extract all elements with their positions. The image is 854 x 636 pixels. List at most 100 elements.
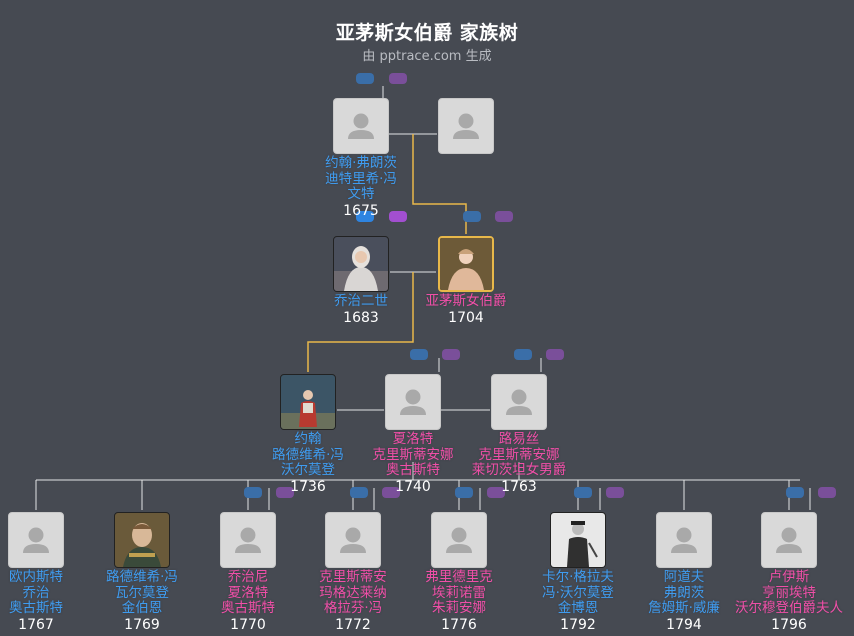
person-name-line: 格拉芬·冯 xyxy=(323,600,383,616)
person-silhouette-icon xyxy=(235,527,261,553)
person-name-line: 弗里德里克 xyxy=(425,569,493,585)
badge-female-marker[interactable] xyxy=(389,211,407,222)
person-birth-year: 1683 xyxy=(343,309,379,326)
person-name-line: 沃尔莫登 xyxy=(281,462,335,478)
badge-female-marker[interactable] xyxy=(382,487,400,498)
person-name-line: 乔治 xyxy=(22,584,50,601)
badge-female-marker[interactable] xyxy=(276,487,294,498)
person-c4[interactable]: 克里斯蒂安玛格达莱纳格拉芬·冯 1772 xyxy=(293,512,413,633)
badge-female-marker[interactable] xyxy=(487,487,505,498)
person-birth-year: 1772 xyxy=(335,616,371,633)
person-name-line: 路易丝 xyxy=(498,431,540,447)
person-c7[interactable]: 阿道夫弗朗茨詹姆斯·威廉 1794 xyxy=(624,512,744,633)
lineage-line-2 xyxy=(307,272,414,372)
avatar-placeholder-icon xyxy=(333,98,389,154)
badge-female-marker[interactable] xyxy=(818,487,836,498)
page-subtitle: 由 pptrace.com 生成 xyxy=(362,49,492,64)
badge-female-marker[interactable] xyxy=(606,487,624,498)
badge-female-marker[interactable] xyxy=(546,349,564,360)
person-birth-year: 1770 xyxy=(230,616,266,633)
badge-male-marker[interactable] xyxy=(514,349,532,360)
person-birth-year: 1776 xyxy=(441,616,477,633)
badge-male-marker[interactable] xyxy=(356,73,374,84)
person-name: 约翰·弗朗茨迪特里希·冯文特 xyxy=(301,155,421,203)
portrait-photo xyxy=(114,512,170,568)
person-silhouette-icon xyxy=(506,389,532,415)
person-name-line: 迪特里希·冯 xyxy=(325,170,397,187)
avatar-placeholder-icon xyxy=(491,374,547,430)
badge-female-marker[interactable] xyxy=(442,349,460,360)
badge-male-marker[interactable] xyxy=(410,349,428,360)
person-charlotte[interactable]: 夏洛特克里斯蒂安娜奥古斯特 1740 xyxy=(353,374,473,495)
person-name-line: 金伯恩 xyxy=(121,600,163,616)
portrait-photo xyxy=(280,374,336,430)
person-name-line: 莱切茨坦女男爵 xyxy=(471,462,567,478)
person-name-line: 奥古斯特 xyxy=(9,600,63,616)
person-c3[interactable]: 乔治尼夏洛特奥古斯特 1770 xyxy=(188,512,308,633)
person-silhouette-icon xyxy=(446,527,472,553)
person-c8[interactable]: 卢伊斯亨丽埃特沃尔穆登伯爵夫人 1796 xyxy=(729,512,849,633)
person-p_mother_gp[interactable] xyxy=(406,98,526,156)
portrait-photo xyxy=(438,236,494,292)
person-name-line: 约翰·弗朗茨 xyxy=(325,155,397,171)
person-birth-year: 1740 xyxy=(395,478,431,495)
portrait-photo xyxy=(550,512,606,568)
avatar-placeholder-icon xyxy=(656,512,712,568)
badge-female-marker[interactable] xyxy=(495,211,513,222)
person-george2[interactable]: 乔治二世 1683 xyxy=(301,236,421,326)
badge-male-marker[interactable] xyxy=(455,487,473,498)
badge-male-marker[interactable] xyxy=(786,487,804,498)
person-name-line: 文特 xyxy=(347,186,375,202)
person-johann[interactable]: 约翰路德维希·冯沃尔莫登 1736 xyxy=(248,374,368,495)
person-p_father[interactable]: 约翰·弗朗茨迪特里希·冯文特 1675 xyxy=(301,98,421,219)
person-c1[interactable]: 欧内斯特乔治奥古斯特 1767 xyxy=(0,512,96,633)
badge-male-marker[interactable] xyxy=(350,487,368,498)
person-name: 路易丝克里斯蒂安娜莱切茨坦女男爵 xyxy=(459,431,579,479)
person-name-line: 金博恩 xyxy=(557,600,599,616)
person-name-line: 亨丽埃特 xyxy=(762,584,816,601)
person-name-line: 克里斯蒂安娜 xyxy=(478,446,560,463)
person-silhouette-icon xyxy=(671,527,697,553)
person-name-line: 路德维希·冯 xyxy=(272,446,344,463)
person-c6[interactable]: 卡尔·格拉夫冯·沃尔莫登金博恩 1792 xyxy=(518,512,638,633)
person-name: 乔治二世 xyxy=(301,293,421,310)
person-silhouette-icon xyxy=(776,527,802,553)
person-c2[interactable]: 路德维希·冯瓦尔莫登金伯恩 1769 xyxy=(82,512,202,633)
person-louise[interactable]: 路易丝克里斯蒂安娜莱切茨坦女男爵 1763 xyxy=(459,374,579,495)
person-name-line: 路德维希·冯 xyxy=(106,569,178,585)
person-name-line: 亚茅斯女伯爵 xyxy=(425,293,507,309)
avatar-placeholder-icon xyxy=(325,512,381,568)
person-name-line: 冯·沃尔莫登 xyxy=(542,584,614,601)
person-c5[interactable]: 弗里德里克埃莉诺雷朱莉安娜 1776 xyxy=(399,512,519,633)
person-name-line: 欧内斯特 xyxy=(9,569,63,585)
person-name-line: 朱莉安娜 xyxy=(432,600,486,616)
avatar-placeholder-icon xyxy=(220,512,276,568)
person-birth-year: 1796 xyxy=(771,616,807,633)
badge-male-marker[interactable] xyxy=(574,487,592,498)
badge-male-marker[interactable] xyxy=(244,487,262,498)
person-birth-year: 1736 xyxy=(290,478,326,495)
avatar-placeholder-icon xyxy=(761,512,817,568)
person-silhouette-icon xyxy=(348,113,374,139)
person-name: 卡尔·格拉夫冯·沃尔莫登金博恩 xyxy=(518,569,638,617)
person-birth-year: 1675 xyxy=(343,202,379,219)
badge-male-marker[interactable] xyxy=(356,211,374,222)
person-countess[interactable]: 亚茅斯女伯爵 1704 xyxy=(406,236,526,326)
person-name-line: 玛格达莱纳 xyxy=(319,584,387,601)
badge-female-marker[interactable] xyxy=(389,73,407,84)
badge-male-marker[interactable] xyxy=(463,211,481,222)
person-birth-year: 1704 xyxy=(448,309,484,326)
person-silhouette-icon xyxy=(453,113,479,139)
person-name-line: 约翰 xyxy=(294,431,322,447)
person-name-line: 乔治二世 xyxy=(334,293,388,309)
person-name-line: 阿道夫 xyxy=(663,569,705,585)
person-silhouette-icon xyxy=(23,527,49,553)
person-name-line: 卢伊斯 xyxy=(768,569,810,585)
person-silhouette-icon xyxy=(340,527,366,553)
avatar-placeholder-icon xyxy=(385,374,441,430)
portrait-photo xyxy=(333,236,389,292)
avatar-placeholder-icon xyxy=(438,98,494,154)
person-name: 阿道夫弗朗茨詹姆斯·威廉 xyxy=(624,569,744,617)
person-birth-year: 1763 xyxy=(501,478,537,495)
person-name-line: 詹姆斯·威廉 xyxy=(648,600,720,616)
